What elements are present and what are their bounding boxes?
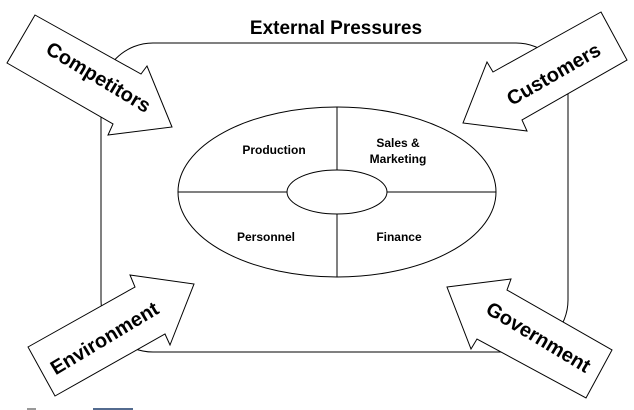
arrow-environment: [27, 274, 195, 397]
quadrant-personnel: Personnel: [237, 230, 295, 244]
organization-boundary: [100, 42, 569, 353]
arrow-competitors: [6, 14, 173, 136]
quadrant-finance: Finance: [376, 230, 422, 244]
core-ellipse: [286, 169, 388, 215]
arrow-government: [446, 278, 613, 399]
quadrant-sales-line2: Marketing: [370, 152, 427, 166]
arrow-customers: [462, 11, 628, 132]
diagram-title: External Pressures: [250, 18, 422, 39]
quadrant-production: Production: [242, 143, 305, 157]
quadrant-sales-line1: Sales &: [376, 136, 420, 150]
